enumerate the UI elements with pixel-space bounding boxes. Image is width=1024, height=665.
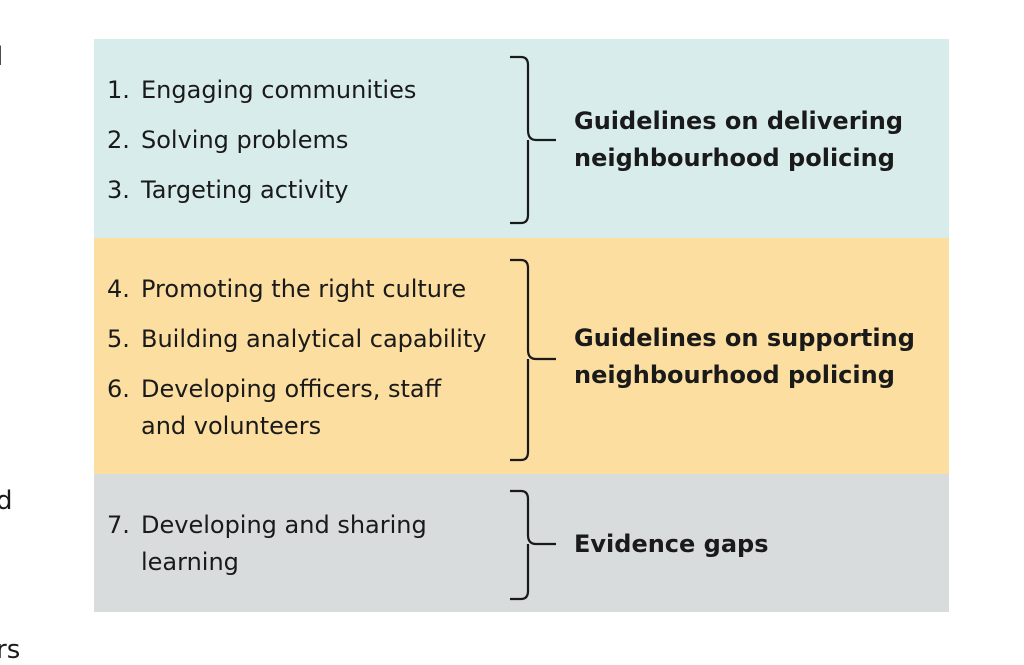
group-heading: Guidelines on delivering neighbourhood p…: [574, 107, 904, 172]
group-heading: Guidelines on supporting neighbourhood p…: [574, 324, 915, 389]
group-heading: Evidence gaps: [574, 530, 769, 558]
guidelines-diagram: 1. Engaging communities 2. Solving probl…: [94, 39, 949, 612]
item-text: Engaging communities: [141, 76, 417, 104]
item-text: Developing officers, staff and volunteer…: [141, 375, 442, 440]
group-panel-delivering: 1. Engaging communities 2. Solving probl…: [94, 39, 949, 238]
group-panel-evidence: 7. Developing and sharing learning Evide…: [94, 474, 949, 612]
edge-text-1: l: [0, 44, 3, 70]
list-item: 6. Developing officers, staff and volunt…: [107, 371, 487, 445]
right-brace-icon: [508, 55, 558, 225]
right-brace-icon: [508, 489, 558, 601]
item-number: 3.: [107, 176, 130, 204]
list-item: 1. Engaging communities: [107, 72, 517, 109]
item-number: 7.: [107, 511, 130, 539]
list-item: 7. Developing and sharing learning: [107, 507, 487, 581]
list-item: 2. Solving problems: [107, 122, 517, 159]
list-item: 4. Promoting the right culture: [107, 271, 517, 308]
item-number: 4.: [107, 275, 130, 303]
item-text: Building analytical capability: [141, 325, 487, 353]
item-number: 1.: [107, 76, 130, 104]
item-text: Solving problems: [141, 126, 349, 154]
item-number: 2.: [107, 126, 130, 154]
list-item: 5. Building analytical capability: [107, 321, 517, 358]
item-number: 5.: [107, 325, 130, 353]
item-text: Promoting the right culture: [141, 275, 467, 303]
item-text: Developing and sharing learning: [141, 511, 427, 576]
item-text: Targeting activity: [141, 176, 349, 204]
edge-text-2: d: [0, 486, 13, 516]
right-brace-icon: [508, 258, 558, 462]
item-number: 6.: [107, 375, 130, 403]
group-panel-supporting: 4. Promoting the right culture 5. Buildi…: [94, 238, 949, 474]
edge-text-3: rs: [0, 635, 21, 665]
list-item: 3. Targeting activity: [107, 172, 517, 209]
